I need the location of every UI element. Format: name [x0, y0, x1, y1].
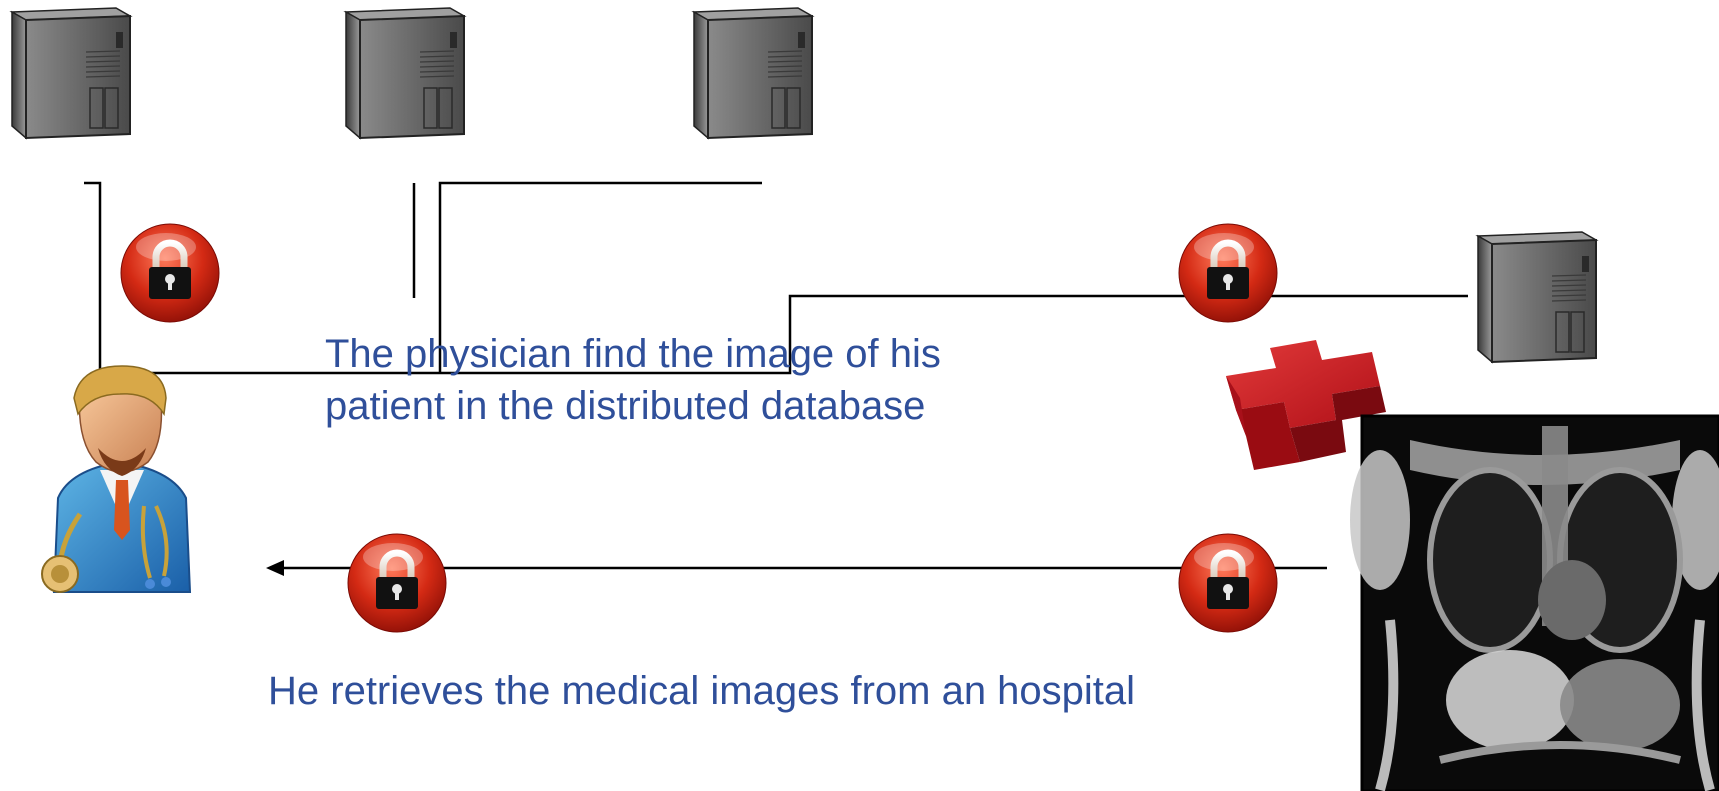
connector-server-1 [84, 181, 440, 375]
lock-icon-4 [1179, 534, 1277, 632]
retrieve-arrowhead [266, 560, 284, 576]
medical-cross-icon [1226, 340, 1386, 470]
network-connectors [84, 181, 1468, 570]
mri-scan-image [1350, 414, 1719, 791]
server-icon-2 [345, 7, 465, 139]
lock-icon-1 [121, 224, 219, 322]
find-image-caption: The physician find the image of his pati… [325, 328, 941, 432]
lock-icon-2 [1179, 224, 1277, 322]
retrieve-images-caption: He retrieves the medical images from an … [268, 669, 1136, 713]
server-icon-1 [11, 7, 131, 139]
server-icon-4 [1477, 231, 1597, 363]
connector-server-4 [440, 294, 1468, 375]
lock-icon-3 [348, 534, 446, 632]
server-icon-3 [693, 7, 813, 139]
connector-server-3 [438, 181, 762, 373]
physician-icon [41, 365, 192, 593]
find-image-caption-line1: The physician find the image of his [325, 332, 941, 376]
find-image-caption-line2: patient in the distributed database [325, 384, 926, 428]
